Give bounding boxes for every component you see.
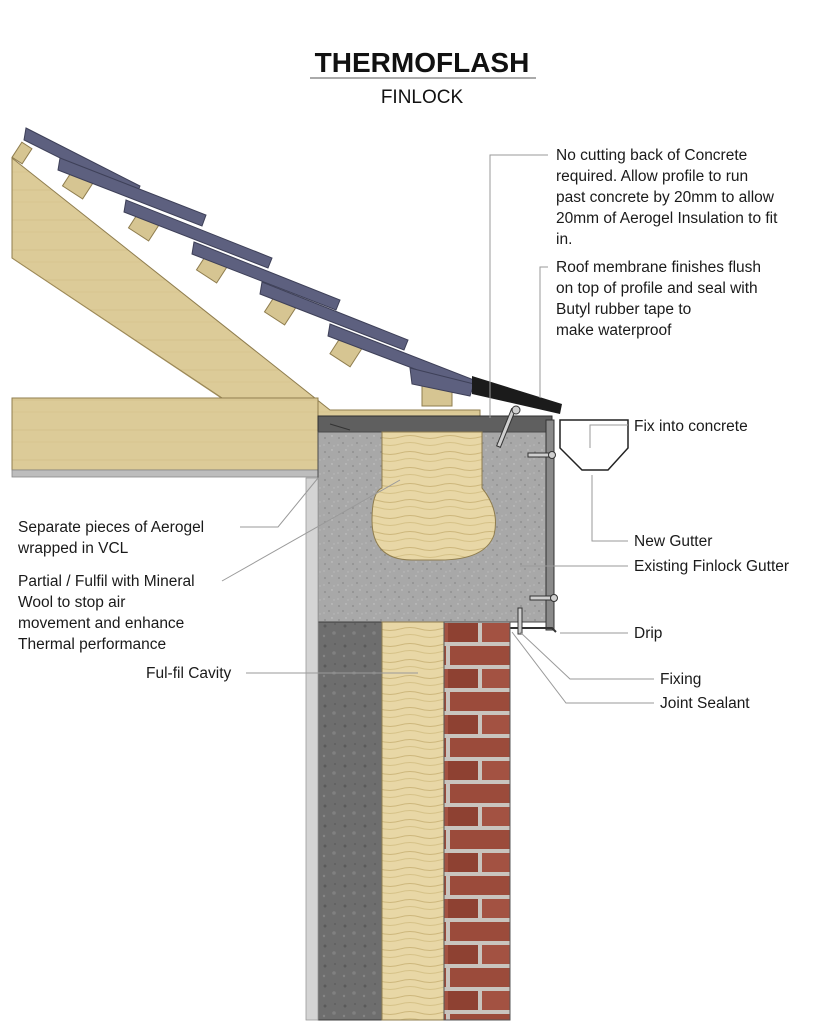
leader-mineral <box>221 479 401 582</box>
fixing-label: Fixing <box>660 671 701 688</box>
cavity-insulation <box>381 621 445 1021</box>
finlock-metal-face <box>545 419 555 631</box>
screw-head <box>548 451 556 459</box>
roof-tile <box>123 199 273 269</box>
membrane-note-line-4: make waterproof <box>556 322 672 339</box>
plasterboard <box>11 469 319 478</box>
mineral-note-line-2: Wool to stop air <box>18 594 125 611</box>
leader-fix-concrete <box>589 424 628 448</box>
aerogel-note-line-1: Separate pieces of Aerogel <box>18 519 204 536</box>
concrete-note-line-1: No cutting back of Concrete <box>556 147 747 164</box>
joint-sealant-label: Joint Sealant <box>660 695 750 712</box>
aerogel-insulation <box>371 431 496 561</box>
mineral-note-line-1: Partial / Fulfil with Mineral <box>18 573 195 590</box>
concrete-note-line-4: 20mm of Aerogel Insulation to fit <box>556 210 778 227</box>
roof-tile <box>191 241 341 311</box>
concrete-note-line-3: past concrete by 20mm to allow <box>556 189 775 206</box>
leader-top-strip <box>329 423 351 431</box>
mineral-note-line-3: movement and enhance <box>18 615 184 632</box>
roof-tile <box>57 157 207 227</box>
screw-head <box>550 594 558 602</box>
roof-tiles <box>23 127 475 397</box>
inner-block-leaf <box>317 621 383 1021</box>
mineral-note-line-4: Thermal performance <box>18 636 166 653</box>
aerogel-note-line-2: wrapped in VCL <box>17 540 129 557</box>
batten <box>11 141 33 165</box>
drip-label: Drip <box>634 625 662 642</box>
internal-plaster <box>305 477 319 1021</box>
membrane-note-line-3: Butyl rubber tape to <box>556 301 691 318</box>
screw <box>517 607 523 635</box>
membrane-note-line-1: Roof membrane finishes flush <box>556 259 761 276</box>
annotations: No cutting back of Concrete required. Al… <box>17 147 789 712</box>
leader-aerogel <box>240 477 319 528</box>
leader-concrete-note <box>489 154 548 418</box>
cavity-label: Ful-fil Cavity <box>146 665 232 682</box>
thermoflash-profile <box>472 376 562 414</box>
screw-fixings <box>496 405 558 635</box>
leader-lines <box>221 154 654 704</box>
existing-gutter-label: Existing Finlock Gutter <box>634 558 789 575</box>
page-title: THERMOFLASH <box>315 47 530 78</box>
leader-new-gutter <box>591 475 628 542</box>
concrete-note-line-5: in. <box>556 231 572 248</box>
leader-membrane-note <box>539 266 548 398</box>
membrane-note-line-2: on top of profile and seal with <box>556 280 758 297</box>
page-subtitle: FINLOCK <box>381 87 464 108</box>
ceiling-joist <box>11 397 319 471</box>
screw-head <box>511 405 521 415</box>
gutter-top-strip <box>317 415 553 433</box>
screw <box>527 452 551 458</box>
new-gutter <box>559 419 629 471</box>
fix-concrete-label: Fix into concrete <box>634 418 748 435</box>
drip-edge <box>510 627 557 633</box>
leader-joint-sealant <box>511 631 654 704</box>
screw <box>529 595 553 601</box>
concrete-note-line-2: required. Allow profile to run <box>556 168 748 185</box>
outer-brick-leaf <box>443 621 511 1021</box>
new-gutter-label: New Gutter <box>634 533 712 550</box>
roof-tile <box>259 281 409 351</box>
leader-fixing <box>519 631 654 680</box>
roof-tile <box>409 367 475 397</box>
